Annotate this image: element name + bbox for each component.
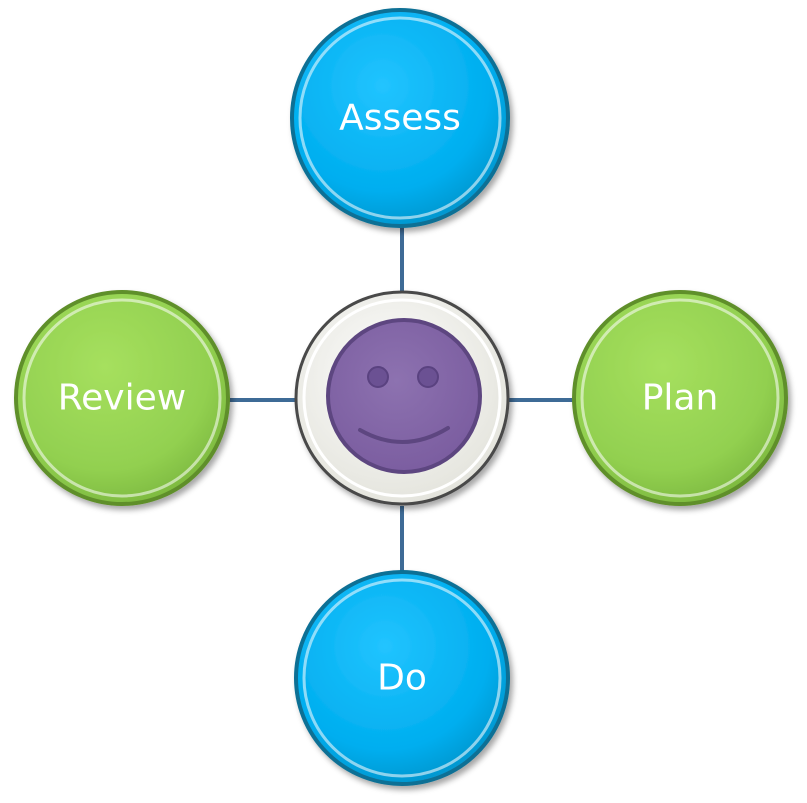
node-review-label: Review — [58, 378, 186, 419]
node-plan-label: Plan — [642, 378, 719, 419]
node-assess-label: Assess — [339, 98, 461, 139]
node-assess: Assess — [290, 8, 510, 228]
smiley-right-eye — [417, 366, 439, 388]
smiley-left-eye — [367, 366, 389, 388]
node-do-label: Do — [377, 658, 427, 699]
node-review: Review — [14, 290, 230, 506]
smiley-mouth — [358, 426, 450, 444]
node-plan: Plan — [572, 290, 788, 506]
smiley-face-icon — [326, 318, 482, 474]
node-do: Do — [294, 570, 510, 786]
